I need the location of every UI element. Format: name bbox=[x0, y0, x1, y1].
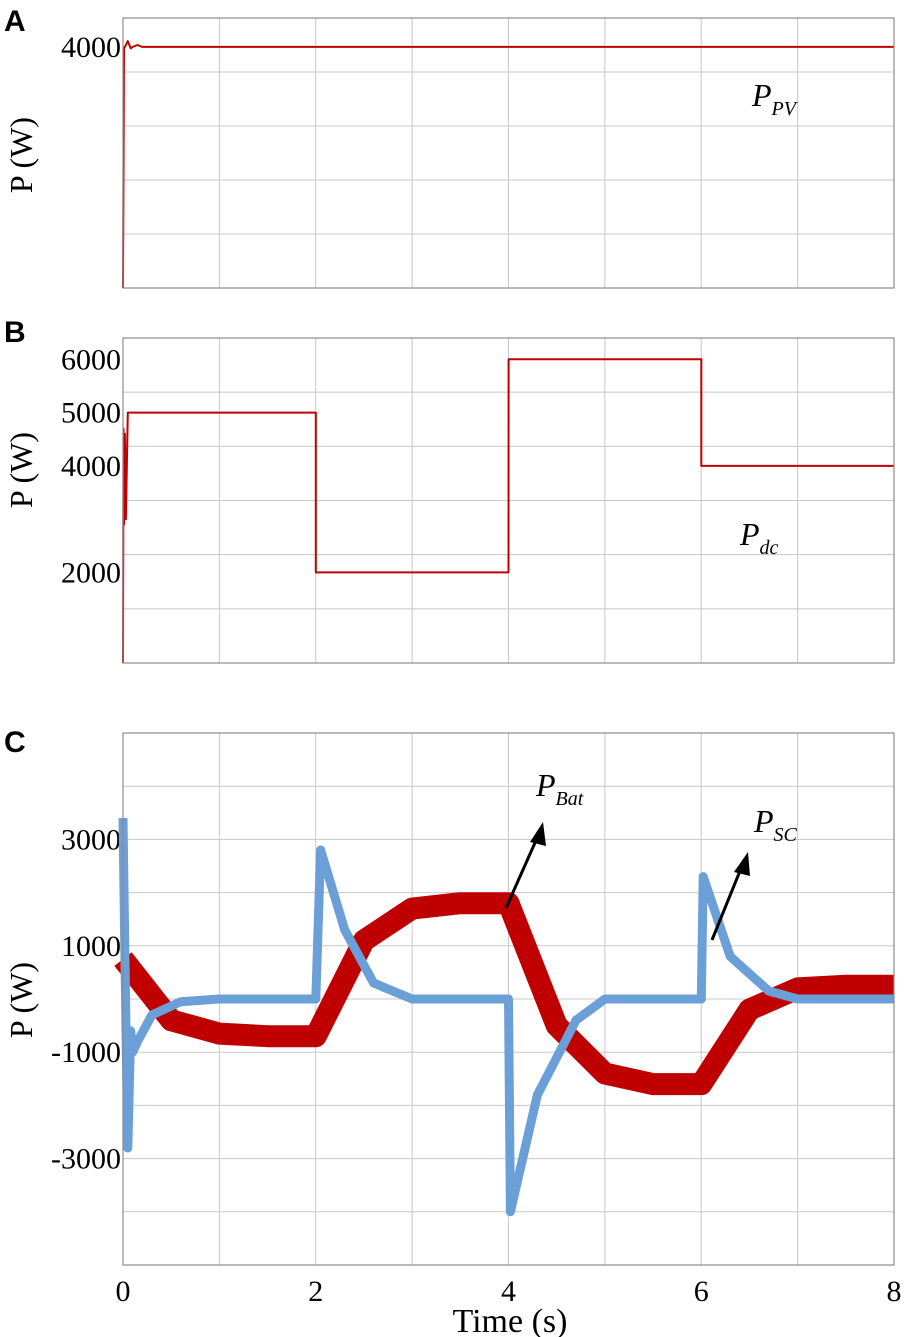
p-bat-arrow bbox=[504, 822, 546, 909]
panel-b-y-tick-label: 6000 bbox=[61, 343, 121, 376]
panel-c-series-p-sc-line bbox=[118, 818, 894, 1217]
panel-b-y-axis-label: P (W) bbox=[3, 432, 39, 508]
panel-a-plot-frame bbox=[122, 17, 895, 289]
panel-c-x-tick-label: 8 bbox=[887, 1275, 902, 1308]
panel-c-y-tick-label: 1000 bbox=[61, 930, 121, 963]
panel-a-series-label: PPV bbox=[751, 77, 799, 120]
panel-b-plot-frame bbox=[122, 337, 895, 664]
panel-c-x-tick-label: 6 bbox=[694, 1275, 709, 1308]
panel-a-series bbox=[122, 40, 894, 289]
panel-c-bat-label: PBat bbox=[535, 767, 584, 810]
panel-b: B 2000 4000 5000 6000 P (W) Pdc bbox=[3, 316, 895, 664]
panel-b-series-p-dc-line bbox=[122, 358, 894, 664]
panel-c-letter: C bbox=[4, 726, 26, 759]
panel-b-y-tick-label: 4000 bbox=[61, 450, 121, 483]
panel-a-grid bbox=[123, 18, 894, 288]
panel-a-series-p-pv-line bbox=[122, 40, 894, 289]
p-sc-arrow bbox=[710, 852, 750, 941]
panel-c-x-axis-label: Time (s) bbox=[453, 1303, 568, 1337]
panel-c-x-ticks: 0 2 4 6 8 bbox=[116, 1275, 902, 1308]
panel-c-x-tick-label: 2 bbox=[308, 1275, 323, 1308]
panel-a-y-tick-label: 4000 bbox=[61, 31, 121, 64]
panel-c-sc-label-main: P bbox=[753, 803, 774, 839]
panel-c-sc-label: PSC bbox=[753, 803, 798, 846]
panel-b-y-tick-label: 2000 bbox=[61, 556, 121, 589]
panel-c-y-tick-label: -3000 bbox=[51, 1143, 121, 1176]
panel-c-bat-label-main: P bbox=[535, 767, 556, 803]
panel-c: C -3000 -1000 1000 3000 0 2 4 6 8 P (W) Time (s… bbox=[3, 726, 902, 1337]
panel-c-plot-frame bbox=[122, 732, 895, 1266]
panel-c-sc-label-sub: SC bbox=[774, 824, 798, 846]
panel-a: A 4000 P (W) PPV bbox=[3, 5, 895, 289]
panel-c-bat-label-sub: Bat bbox=[556, 788, 584, 810]
panel-b-series bbox=[122, 358, 894, 664]
panel-c-y-tick-label: 3000 bbox=[61, 823, 121, 856]
panel-a-y-axis-label: P (W) bbox=[3, 117, 39, 193]
panel-b-series-label-sub: dc bbox=[760, 537, 779, 559]
panel-c-y-tick-label: -1000 bbox=[51, 1036, 121, 1069]
panel-c-y-ticks: -3000 -1000 1000 3000 bbox=[51, 823, 121, 1175]
panel-a-series-label-main: P bbox=[751, 77, 772, 113]
panel-a-y-ticks: 4000 bbox=[61, 31, 121, 64]
panel-a-series-label-sub: PV bbox=[771, 98, 799, 120]
panel-b-y-tick-label: 5000 bbox=[61, 397, 121, 430]
panel-c-x-tick-label: 4 bbox=[501, 1275, 516, 1308]
panel-b-series-label: Pdc bbox=[739, 516, 779, 559]
panel-b-series-label-main: P bbox=[739, 516, 760, 552]
panel-c-x-tick-label: 0 bbox=[116, 1275, 131, 1308]
panel-b-y-ticks: 2000 4000 5000 6000 bbox=[61, 343, 121, 589]
panel-b-letter: B bbox=[4, 316, 26, 349]
panel-a-letter: A bbox=[4, 5, 26, 38]
panel-c-y-axis-label: P (W) bbox=[3, 962, 39, 1038]
